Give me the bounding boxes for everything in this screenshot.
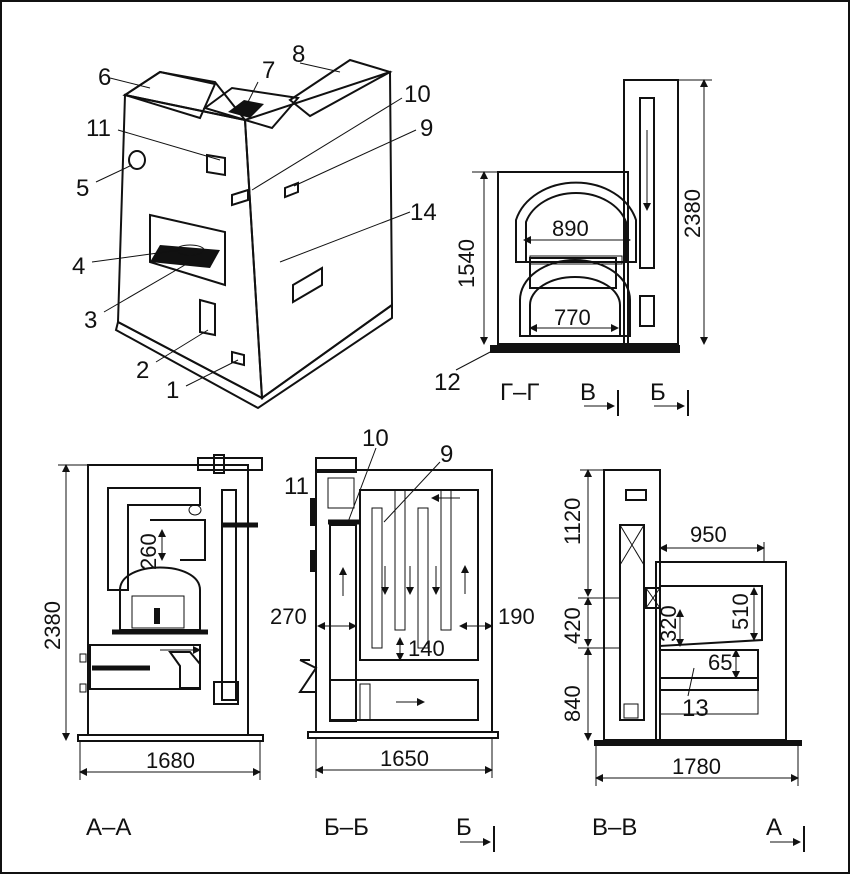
- iso-chimney-top: [202, 86, 300, 130]
- iso-label: 11: [86, 115, 111, 142]
- iso-flue-opening: [228, 100, 264, 118]
- marker-vv-a: А: [766, 814, 782, 841]
- iso-label: 9: [420, 115, 433, 142]
- section-gg: 890 770 1540 2380 12 Г–Г В Б: [434, 79, 712, 416]
- dim-1650: 1650: [380, 746, 429, 771]
- dim-890: 890: [552, 216, 589, 241]
- dim-420: 420: [560, 607, 585, 644]
- isometric-view: 6 7 8 10 11 9 5 14 4 3 2 1: [72, 41, 437, 410]
- iso-door-1: [231, 350, 245, 367]
- dim-1680: 1680: [146, 748, 195, 773]
- iso-top-left: [122, 70, 217, 120]
- iso-label: 6: [98, 64, 111, 91]
- iso-oven-opening: [149, 213, 226, 287]
- dim-270: 270: [270, 604, 307, 629]
- iso-label: 5: [76, 175, 89, 202]
- dim-1540: 1540: [454, 239, 479, 288]
- dim-260: 260: [136, 533, 161, 570]
- iso-label: 7: [262, 57, 275, 84]
- iso-right-face: [243, 70, 394, 400]
- bb-label-11: 11: [284, 473, 309, 500]
- dim-140: 140: [408, 636, 445, 661]
- section-title-vv: В–В: [592, 814, 637, 841]
- bb-label-9: 9: [440, 441, 453, 468]
- iso-door-2: [199, 298, 216, 337]
- section-title-bb: Б–Б: [324, 814, 369, 841]
- iso-label: 2: [136, 357, 149, 384]
- dim-950: 950: [690, 522, 727, 547]
- marker-bb-b: Б: [456, 814, 472, 841]
- iso-label: 10: [404, 81, 431, 108]
- iso-left-face: [116, 93, 264, 400]
- marker-b: Б: [650, 379, 666, 406]
- dim-aa-2380: 2380: [40, 601, 65, 650]
- marker-v: В: [580, 379, 596, 406]
- iso-label: 1: [166, 377, 179, 404]
- section-aa: 2380 1680 260 А–А: [40, 454, 264, 841]
- iso-top-right: [288, 58, 393, 118]
- iso-label: 4: [72, 253, 85, 280]
- dim-510: 510: [728, 593, 753, 630]
- section-title-gg: Г–Г: [500, 379, 539, 406]
- label-12: 12: [434, 369, 461, 396]
- iso-label: 14: [410, 199, 437, 226]
- dim-190: 190: [498, 604, 535, 629]
- iso-label: 8: [292, 41, 305, 68]
- vv-label-13: 13: [682, 695, 709, 722]
- iso-base: [114, 303, 393, 410]
- dim-1120: 1120: [560, 498, 585, 545]
- iso-label: 3: [84, 307, 97, 334]
- dim-65: 65: [708, 650, 732, 675]
- dim-1780: 1780: [672, 754, 721, 779]
- bb-label-10: 10: [362, 425, 389, 452]
- dim-770: 770: [554, 305, 591, 330]
- section-title-aa: А–А: [86, 814, 131, 841]
- dim-320: 320: [656, 605, 681, 642]
- dim-2380: 2380: [680, 189, 705, 238]
- dim-840: 840: [560, 685, 585, 722]
- section-vv: 1120 420 840 950 320 510 65 13 1780 В–В …: [560, 469, 805, 852]
- iso-opening-5: [128, 150, 146, 170]
- section-bb: 10 9 11 270 190 140 1650 Б–Б Б: [270, 425, 535, 852]
- iso-firebox-4: [150, 245, 220, 268]
